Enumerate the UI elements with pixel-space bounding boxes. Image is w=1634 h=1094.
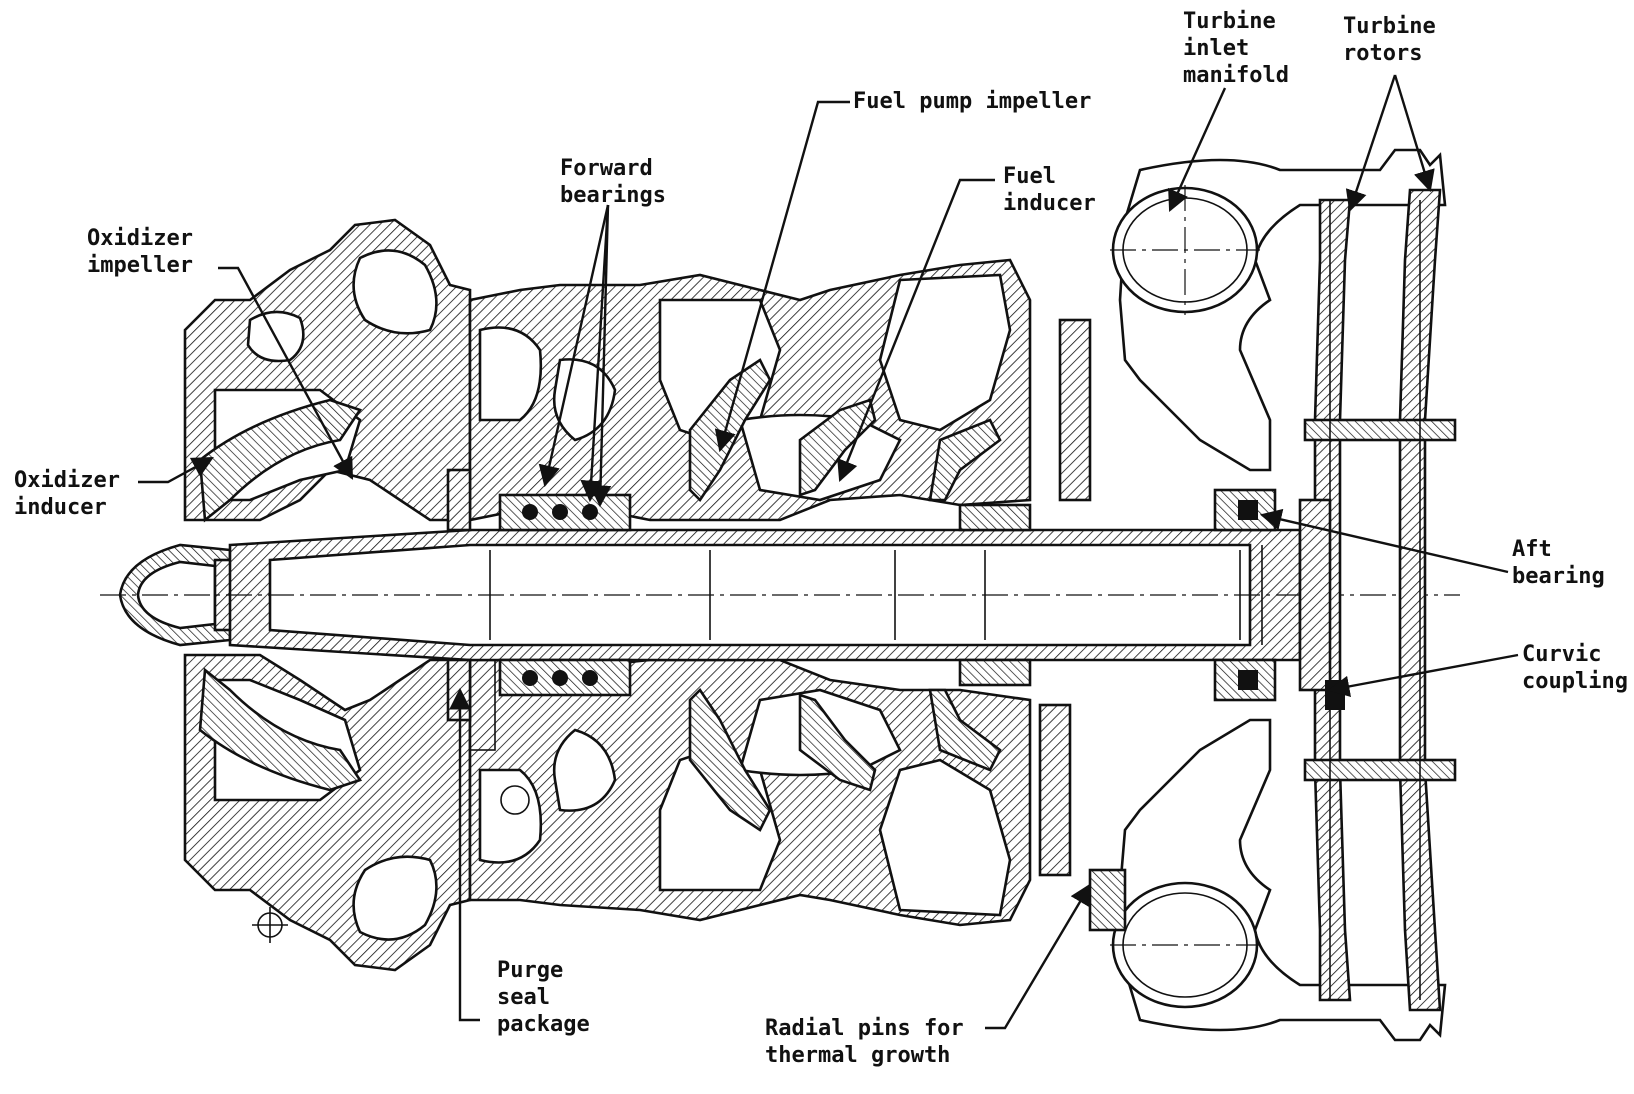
svg-text:Purge: Purge xyxy=(497,958,563,983)
svg-text:seal: seal xyxy=(497,985,550,1010)
turbine-inlet-manifold xyxy=(1110,148,1447,1042)
label-oxidizer-inducer: Oxidizer inducer xyxy=(14,468,120,520)
main-shaft xyxy=(100,528,1460,662)
label-forward-bearings: Forward bearings xyxy=(560,156,666,208)
oxidizer-impeller-blades xyxy=(198,398,363,792)
fuel-inducer-blades xyxy=(928,418,1002,772)
svg-text:bearings: bearings xyxy=(560,183,666,208)
label-curvic-coupling: Curvic coupling xyxy=(1522,642,1628,694)
svg-text:thermal growth: thermal growth xyxy=(765,1043,950,1068)
svg-text:Fuel: Fuel xyxy=(1003,164,1056,189)
label-fuel-pump-impeller: Fuel pump impeller xyxy=(853,89,1091,114)
label-turbine-inlet-manifold: Turbine inlet manifold xyxy=(1183,9,1289,88)
turbine-rotors xyxy=(1303,188,1457,1012)
bearings xyxy=(498,488,1277,702)
svg-text:coupling: coupling xyxy=(1522,669,1628,694)
svg-text:Turbine: Turbine xyxy=(1183,9,1276,34)
svg-text:Radial pins for: Radial pins for xyxy=(765,1016,964,1041)
svg-text:rotors: rotors xyxy=(1343,41,1422,66)
svg-text:Aft: Aft xyxy=(1512,537,1552,562)
svg-text:inducer: inducer xyxy=(1003,191,1096,216)
svg-text:manifold: manifold xyxy=(1183,63,1289,88)
svg-text:Forward: Forward xyxy=(560,156,653,181)
svg-text:inlet: inlet xyxy=(1183,36,1249,61)
svg-text:bearing: bearing xyxy=(1512,564,1605,589)
svg-text:inducer: inducer xyxy=(14,495,107,520)
radial-pins xyxy=(1038,318,1127,932)
label-oxidizer-impeller: Oxidizer impeller xyxy=(87,226,193,278)
svg-text:Oxidizer: Oxidizer xyxy=(87,226,193,251)
label-purge-seal-package: Purge seal package xyxy=(497,958,590,1037)
svg-text:impeller: impeller xyxy=(87,253,193,278)
label-aft-bearing: Aft bearing xyxy=(1512,537,1605,589)
svg-text:Oxidizer: Oxidizer xyxy=(14,468,120,493)
leader-lines xyxy=(138,74,1519,1030)
svg-text:package: package xyxy=(497,1012,590,1037)
label-turbine-rotors: Turbine rotors xyxy=(1343,14,1436,66)
svg-text:Turbine: Turbine xyxy=(1343,14,1436,39)
label-radial-pins: Radial pins for thermal growth xyxy=(765,1016,964,1068)
label-fuel-inducer: Fuel inducer xyxy=(1003,164,1096,216)
svg-text:Curvic: Curvic xyxy=(1522,642,1601,667)
svg-text:Fuel pump impeller: Fuel pump impeller xyxy=(853,89,1091,114)
